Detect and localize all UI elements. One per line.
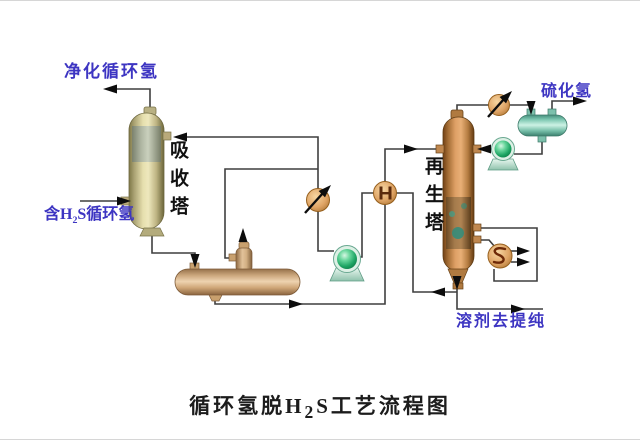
absorber-lean-inlet-nozzle: [162, 131, 172, 141]
arrow-h2s-out: [573, 96, 587, 106]
arrow-to-flashdrum: [190, 254, 200, 268]
regenerator-tower: [435, 109, 482, 290]
pipe-pump-to-cooler: [317, 210, 334, 252]
absorber-packing-band: [132, 126, 161, 162]
title-pre: 循环氢脱H: [189, 394, 305, 418]
drum-bottom-nozzle: [537, 135, 547, 143]
arrow-steam-2: [517, 257, 530, 267]
exchanger-H-icon: [381, 192, 390, 195]
flash-drum-shell: [174, 268, 301, 296]
stream-label-feed-gas: 含H2S循环氢: [44, 206, 134, 227]
title-post: S工艺流程图: [316, 394, 451, 418]
feed-label-pre: 含H: [44, 206, 73, 223]
reboiler-draw-nozzle: [472, 223, 482, 232]
reflux-drum: [517, 108, 568, 143]
cooler-arrow-icon: [487, 98, 505, 118]
reboiler-coil-icon: [492, 247, 507, 264]
arrow-steam-1: [517, 246, 530, 256]
flash-drum: [174, 241, 301, 302]
equipment-label-absorber: 吸收塔: [167, 140, 188, 224]
arrow-lean-in: [173, 132, 187, 142]
internals-blob-icon: [449, 211, 455, 217]
arrow-regen-bottoms: [452, 276, 462, 290]
cooler-arrowhead-icon: [318, 185, 331, 198]
regenerator-internals-band: [446, 197, 471, 249]
arrow-regen-feed: [404, 144, 418, 154]
arrow-hot-lean-branch: [431, 287, 445, 297]
pipe-reboiler-loop: [480, 227, 538, 282]
cooler-arrow-icon: [304, 192, 324, 214]
internals-blob-icon: [461, 203, 467, 209]
cooler-arrowhead-icon: [499, 91, 512, 104]
pipe-purified-gas: [106, 88, 151, 114]
feed-label-sub: 2: [72, 215, 78, 227]
arrow-solvent-out: [511, 304, 525, 314]
absorber-tower: [120, 106, 172, 237]
equipment-label-regenerator: 再生塔: [422, 156, 443, 240]
flow-arrows: [103, 84, 587, 314]
arrow-rich-solvent: [289, 299, 303, 309]
solvent-pump: [329, 245, 365, 282]
arrow-flash-vent: [238, 228, 248, 242]
pipe-lean-to-absorber: [178, 136, 319, 189]
arrow-feed-in: [117, 196, 131, 206]
reflux-pump: [487, 137, 519, 171]
flash-drum-bottom-nozzle: [208, 294, 223, 302]
reboiler: [487, 243, 513, 269]
pump-impeller-icon: [337, 249, 357, 269]
title-sub: 2: [304, 402, 317, 423]
pump-impeller-icon: [494, 140, 512, 158]
stream-label-purified-recycle-h2: 净化循环氢: [64, 62, 159, 81]
stream-label-h2s-product: 硫化氢: [541, 83, 593, 100]
absorber-skirt: [139, 227, 165, 237]
stream-label-solvent-to-purification: 溶剂去提纯: [456, 313, 547, 330]
pipe-exchanger-to-pump: [360, 192, 374, 258]
arrow-into-drum: [526, 101, 536, 115]
feed-label-post: S循环氢: [77, 206, 135, 223]
regenerator-feed-nozzle: [435, 144, 445, 154]
pipe-reboiler-return: [480, 239, 496, 248]
internals-blob-icon: [452, 227, 464, 239]
solvent-cooler: [304, 185, 331, 214]
rich-lean-exchanger: [373, 181, 397, 205]
pipe-drum-to-refluxpump: [514, 138, 543, 155]
reboiler-return-nozzle: [472, 235, 482, 244]
arrow-reflux-return: [477, 144, 491, 154]
reflux-drum-shell: [517, 114, 568, 137]
arrow-purified-out: [103, 84, 117, 94]
diagram-title: 循环氢脱H2S工艺流程图: [0, 390, 640, 423]
flash-gas-scrubber: [235, 247, 253, 273]
overhead-condenser: [487, 91, 512, 118]
